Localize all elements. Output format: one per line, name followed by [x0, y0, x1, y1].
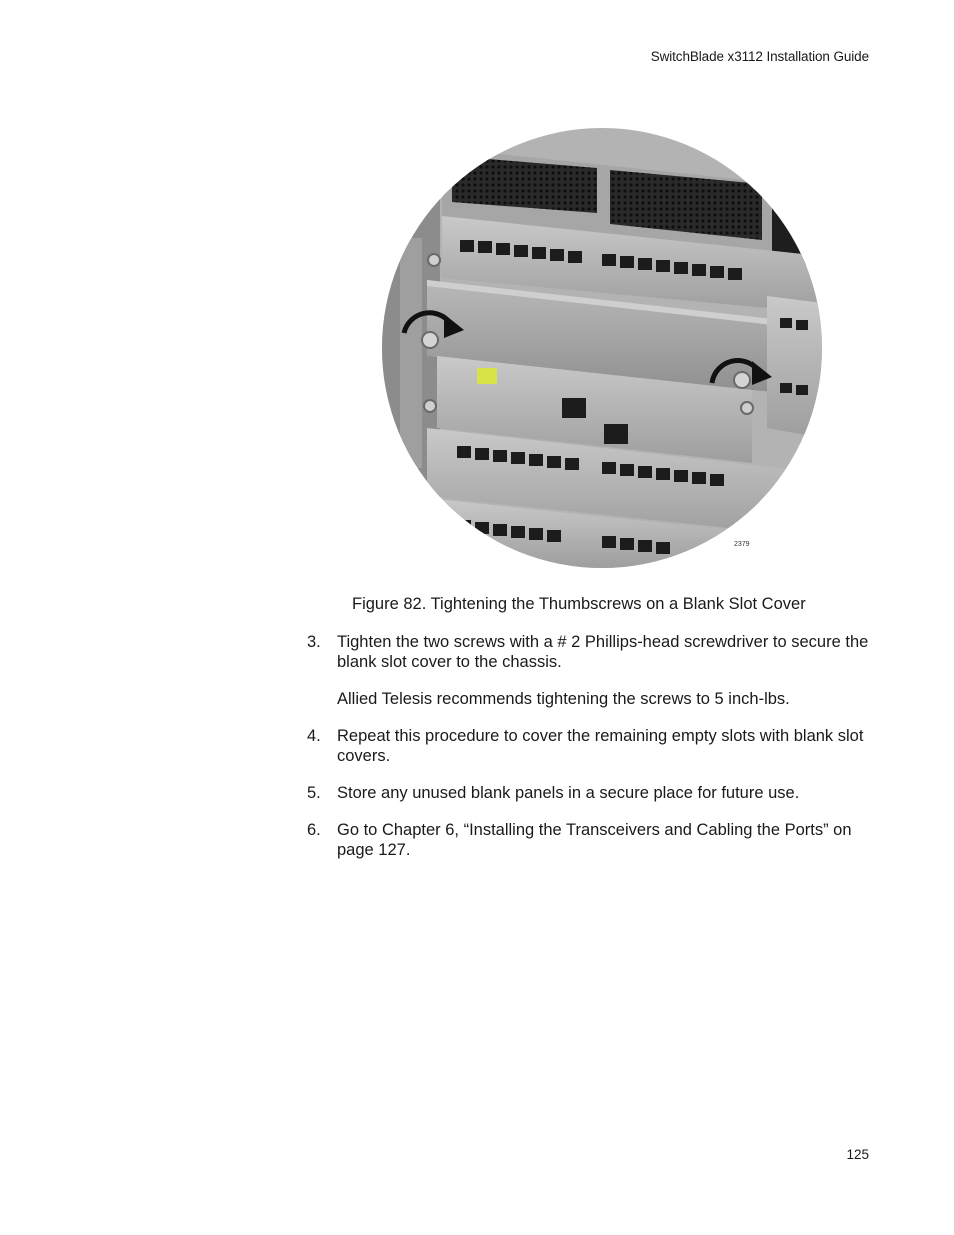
- step-4: 4. Repeat this procedure to cover the re…: [307, 726, 872, 766]
- step-number: 5.: [307, 784, 321, 802]
- figure-caption: Figure 82. Tightening the Thumbscrews on…: [352, 595, 806, 613]
- step-text: Repeat this procedure to cover the remai…: [337, 727, 864, 765]
- step-note: Allied Telesis recommends tightening the…: [337, 690, 790, 708]
- running-header: SwitchBlade x3112 Installation Guide: [650, 49, 869, 64]
- step-6: 6. Go to Chapter 6, “Installing the Tran…: [307, 820, 872, 860]
- step-3: 3. Tighten the two screws with a # 2 Phi…: [307, 632, 872, 709]
- step-5: 5. Store any unused blank panels in a se…: [307, 783, 872, 803]
- step-number: 3.: [307, 633, 321, 651]
- step-number: 6.: [307, 821, 321, 839]
- page-number: 125: [846, 1147, 869, 1162]
- step-text: Tighten the two screws with a # 2 Philli…: [337, 633, 869, 671]
- chassis-illustration: 2379: [382, 128, 822, 569]
- step-text: Store any unused blank panels in a secur…: [337, 784, 800, 802]
- figure-id-label: 2379: [734, 541, 750, 548]
- procedure-steps: 3. Tighten the two screws with a # 2 Phi…: [307, 632, 872, 877]
- step-number: 4.: [307, 727, 321, 745]
- step-text: Go to Chapter 6, “Installing the Transce…: [337, 821, 852, 859]
